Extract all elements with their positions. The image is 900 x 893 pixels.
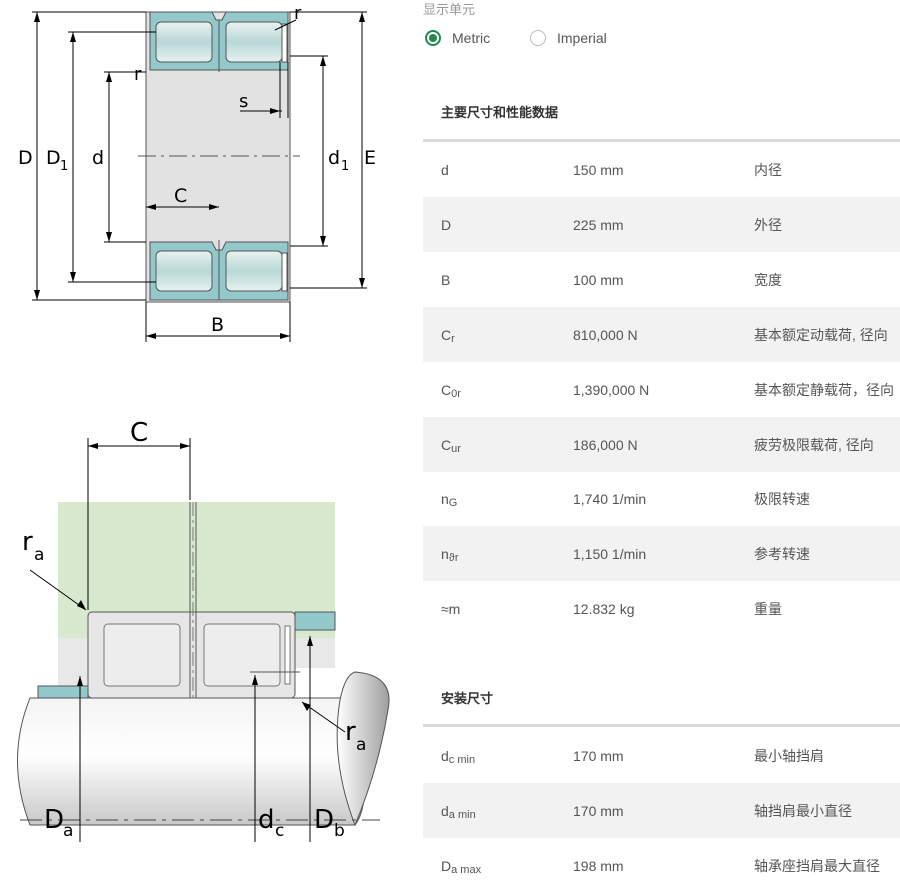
unit-radio-metric-label: Metric <box>452 30 491 46</box>
radio-selected-icon <box>425 30 441 46</box>
row-description: 轴承座挡肩最大直径 <box>754 857 880 874</box>
section-title-main-dimensions: 主要尺寸和性能数据 <box>441 105 559 120</box>
table-row: C0r 1,390,000 N 基本额定静载荷，径向 <box>423 362 900 417</box>
row-symbol: D <box>441 216 452 233</box>
row-description: 极限转速 <box>754 490 810 507</box>
dim-label-r-top: r <box>294 3 302 24</box>
dim-label-d1-sub: 1 <box>341 159 349 174</box>
dim-label-ra2: r <box>345 717 356 747</box>
dim-label-r-left: r <box>134 64 142 85</box>
row-value: 100 mm <box>573 271 624 288</box>
dim-label-Db-sub: b <box>334 821 345 841</box>
table-row: ≈m 12.832 kg 重量 <box>423 581 900 636</box>
row-value: 150 mm <box>573 161 624 178</box>
table-row: B 100 mm 宽度 <box>423 252 900 307</box>
unit-radio-imperial-label: Imperial <box>557 30 607 46</box>
row-value: 1,150 1/min <box>573 545 647 562</box>
dim-label-D1-sub: 1 <box>60 159 68 174</box>
dim-label-d: d <box>92 147 104 169</box>
dim-label-D1: D <box>46 147 61 169</box>
row-value: 810,000 N <box>573 326 638 343</box>
dim-label-C: C <box>174 185 187 207</box>
section-divider <box>423 724 900 727</box>
row-symbol: Cur <box>441 436 461 455</box>
row-value: 198 mm <box>573 857 624 874</box>
table-row: d 150 mm 内径 <box>423 142 900 197</box>
dim-label-d1: d <box>328 147 340 169</box>
dim-label-Da: D <box>44 805 64 835</box>
units-caption: 显示单元 <box>423 2 476 17</box>
row-symbol: dc min <box>441 747 476 766</box>
table-row: Cur 186,000 N 疲劳极限载荷, 径向 <box>423 417 900 472</box>
bearing-drawings: D D 1 d d 1 E r r s C B <box>0 0 420 875</box>
dim-label-D: D <box>18 147 33 169</box>
dim-label-B: B <box>211 314 224 336</box>
table-row: D 225 mm 外径 <box>423 197 900 252</box>
row-description: 疲劳极限载荷, 径向 <box>754 436 874 453</box>
dim-label-s: s <box>239 91 248 112</box>
dim-label-dc-sub: c <box>275 821 284 841</box>
row-value: 1,740 1/min <box>573 490 647 507</box>
dim-label-dc: d <box>258 805 275 835</box>
table-row: da min 170 mm 轴挡肩最小直径 <box>423 783 900 838</box>
row-description: 轴挡肩最小直径 <box>754 802 852 819</box>
row-value: 225 mm <box>573 216 624 233</box>
dim-label-ra2-sub: a <box>356 735 366 755</box>
dim-label-E: E <box>364 147 376 169</box>
bearing-cross-section-drawing: D D 1 d d 1 E r r s C B <box>18 3 376 342</box>
table-row: Cr 810,000 N 基本额定动载荷, 径向 <box>423 307 900 362</box>
radio-unselected-icon <box>530 30 546 46</box>
row-symbol: da min <box>441 802 476 821</box>
row-symbol: d <box>441 161 449 178</box>
row-description: 参考转速 <box>754 545 810 562</box>
table-row: dc min 170 mm 最小轴挡肩 <box>423 728 900 783</box>
table-row: nϑr 1,150 1/min 参考转速 <box>423 526 900 581</box>
table-row: nG 1,740 1/min 极限转速 <box>423 471 900 526</box>
dim-label-ra1-sub: a <box>34 545 44 565</box>
row-description: 基本额定静载荷，径向 <box>754 381 894 398</box>
section-title-mounting-dimensions: 安装尺寸 <box>441 691 494 706</box>
unit-radio-metric[interactable]: Metric <box>425 30 490 46</box>
row-symbol: Cr <box>441 326 455 345</box>
row-symbol: nϑr <box>441 545 459 564</box>
row-description: 重量 <box>754 600 782 617</box>
row-symbol: C0r <box>441 381 461 400</box>
row-description: 内径 <box>754 161 782 178</box>
row-description: 外径 <box>754 216 782 233</box>
section-divider <box>423 139 900 142</box>
row-symbol: B <box>441 271 451 288</box>
dim-label-ra1: r <box>22 527 33 557</box>
row-value: 170 mm <box>573 747 624 764</box>
unit-radio-imperial[interactable]: Imperial <box>530 30 607 46</box>
dim-label-Da-sub: a <box>63 821 73 841</box>
row-description: 宽度 <box>754 271 782 288</box>
row-symbol: nG <box>441 490 458 509</box>
dim-label-Db: D <box>314 805 334 835</box>
row-value: 12.832 kg <box>573 600 635 617</box>
mounting-dimensions-drawing: C r a r a D a d c D b <box>17 418 390 842</box>
row-symbol: ≈m <box>441 600 461 617</box>
table-row: Da max 198 mm 轴承座挡肩最大直径 <box>423 838 900 893</box>
row-value: 170 mm <box>573 802 624 819</box>
row-value: 1,390,000 N <box>573 381 650 398</box>
row-value: 186,000 N <box>573 436 638 453</box>
product-data-panel: 显示单元 Metric Imperial 主要尺寸和性能数据 d 150 mm … <box>423 0 900 876</box>
row-symbol: Da max <box>441 857 482 876</box>
dim-label-C2: C <box>130 418 148 448</box>
row-description: 最小轴挡肩 <box>754 747 824 764</box>
row-description: 基本额定动载荷, 径向 <box>754 326 888 343</box>
